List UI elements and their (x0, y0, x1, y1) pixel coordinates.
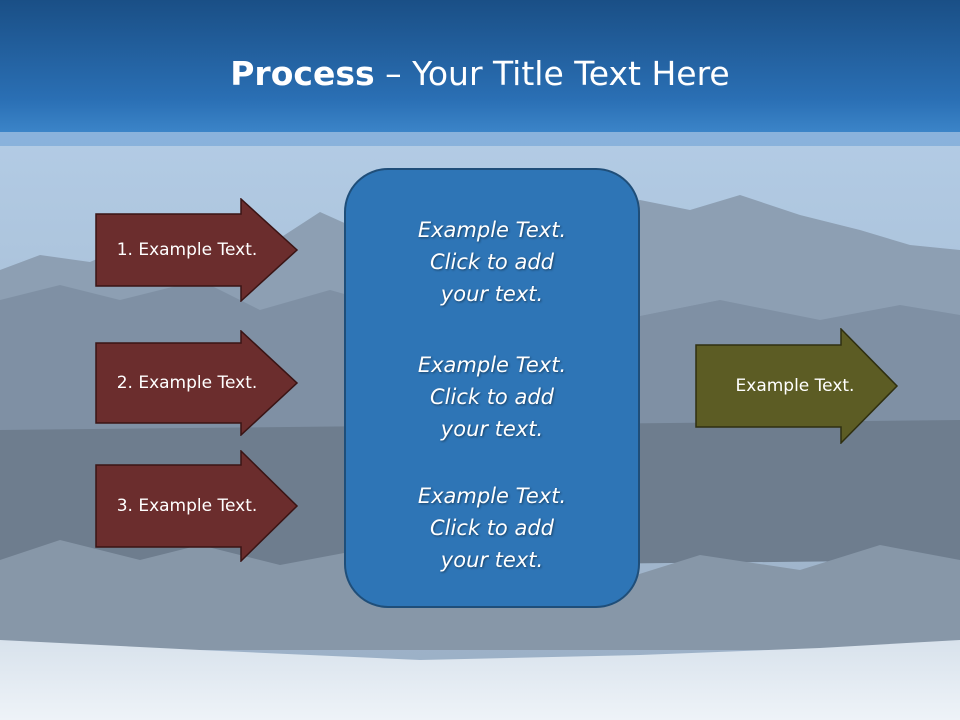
input-arrow-3[interactable]: 3. Example Text. (95, 450, 299, 562)
input-arrow-2[interactable]: 2. Example Text. (95, 330, 299, 436)
input-arrow-1[interactable]: 1. Example Text. (95, 198, 299, 302)
right-arrow-shape (95, 330, 299, 436)
output-arrow[interactable]: Example Text. (695, 328, 899, 444)
right-arrow-shape (95, 450, 299, 562)
output-arrow-label: Example Text. (735, 376, 855, 396)
right-arrow-shape (695, 328, 899, 444)
input-arrow-3-label: 3. Example Text. (116, 496, 258, 516)
process-box-paragraph-1[interactable]: Example Text. Click to add your text. (417, 218, 567, 306)
title-rest-part: – Your Title Text Here (374, 54, 730, 93)
slide-title: Process – Your Title Text Here (0, 52, 960, 96)
process-box-paragraph-2[interactable]: Example Text. Click to add your text. (417, 353, 567, 441)
title-bold-part: Process (230, 54, 375, 93)
input-arrow-2-label: 2. Example Text. (116, 373, 258, 393)
right-arrow-shape (95, 198, 299, 302)
input-arrow-1-label: 1. Example Text. (116, 240, 258, 260)
process-box-paragraph-3[interactable]: Example Text. Click to add your text. (417, 484, 567, 572)
process-box[interactable]: Example Text. Click to add your text. Ex… (344, 168, 640, 608)
